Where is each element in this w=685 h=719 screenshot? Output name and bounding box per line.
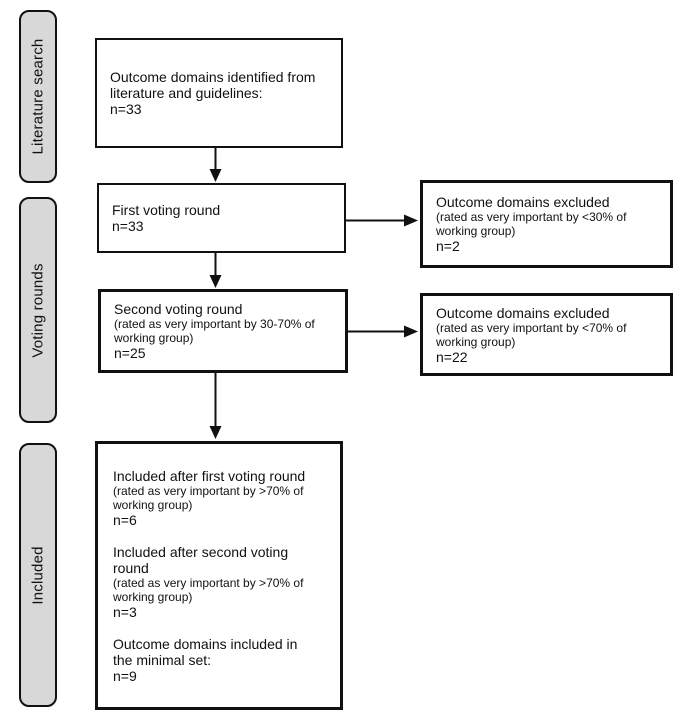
box-excluded-second-round-title: Outcome domains excluded [436,304,610,321]
box-second-voting-round-title: Second voting round [114,301,243,317]
box-excluded-first-round-criteria: (rated as very important by <30% of work… [436,210,627,238]
included-second-round-count: n=3 [113,603,137,620]
arrowhead-second-round-to-excluded [404,325,418,338]
arrowhead-first-to-second-round [209,275,222,288]
stage-literature-search: Literature search [19,10,57,183]
arrowhead-literature-to-first-round [209,169,222,182]
box-first-voting-round-count: n=33 [112,218,144,234]
box-first-voting-round: First voting round n=33 [97,183,346,253]
box-second-voting-round-criteria: (rated as very important by 30-70% of wo… [114,317,315,345]
included-section-minimal-set: Outcome domains included in the minimal … [113,636,320,684]
box-second-voting-round: Second voting round (rated as very impor… [98,289,348,373]
box-literature-identified-title: Outcome domains identified from literatu… [110,69,316,101]
included-minimal-set-count: n=9 [113,667,137,684]
stage-voting-rounds-label: Voting rounds [29,262,47,358]
arrowhead-second-round-to-included [209,426,222,439]
box-excluded-second-round-criteria: (rated as very important by <70% of work… [436,320,627,349]
included-second-round-criteria: (rated as very important by >70% of work… [113,575,304,604]
included-minimal-set-title: Outcome domains included in the minimal … [113,635,298,668]
box-literature-identified-count: n=33 [110,101,142,117]
stage-voting-rounds: Voting rounds [19,197,57,423]
box-literature-identified: Outcome domains identified from literatu… [95,38,343,148]
stage-included: Included [19,443,57,707]
box-excluded-first-round-title: Outcome domains excluded [436,194,610,210]
included-section-first-round: Included after first voting round (rated… [113,468,320,528]
included-section-second-round: Included after second voting round (rate… [113,544,320,620]
included-first-round-title: Included after first voting round [113,467,306,484]
included-second-round-title: Included after second voting round [113,543,289,576]
stage-included-label: Included [29,545,47,605]
box-second-voting-round-count: n=25 [114,345,146,361]
box-included: Included after first voting round (rated… [95,441,343,710]
included-first-round-count: n=6 [113,511,137,528]
arrowhead-first-round-to-excluded [404,214,418,227]
box-excluded-second-round: Outcome domains excluded (rated as very … [420,293,673,376]
box-first-voting-round-title: First voting round [112,202,221,218]
included-first-round-criteria: (rated as very important by >70% of work… [113,483,304,512]
stage-literature-search-label: Literature search [29,38,47,155]
box-excluded-first-round: Outcome domains excluded (rated as very … [420,180,673,268]
box-excluded-first-round-count: n=2 [436,238,460,254]
box-excluded-second-round-count: n=22 [436,348,468,365]
